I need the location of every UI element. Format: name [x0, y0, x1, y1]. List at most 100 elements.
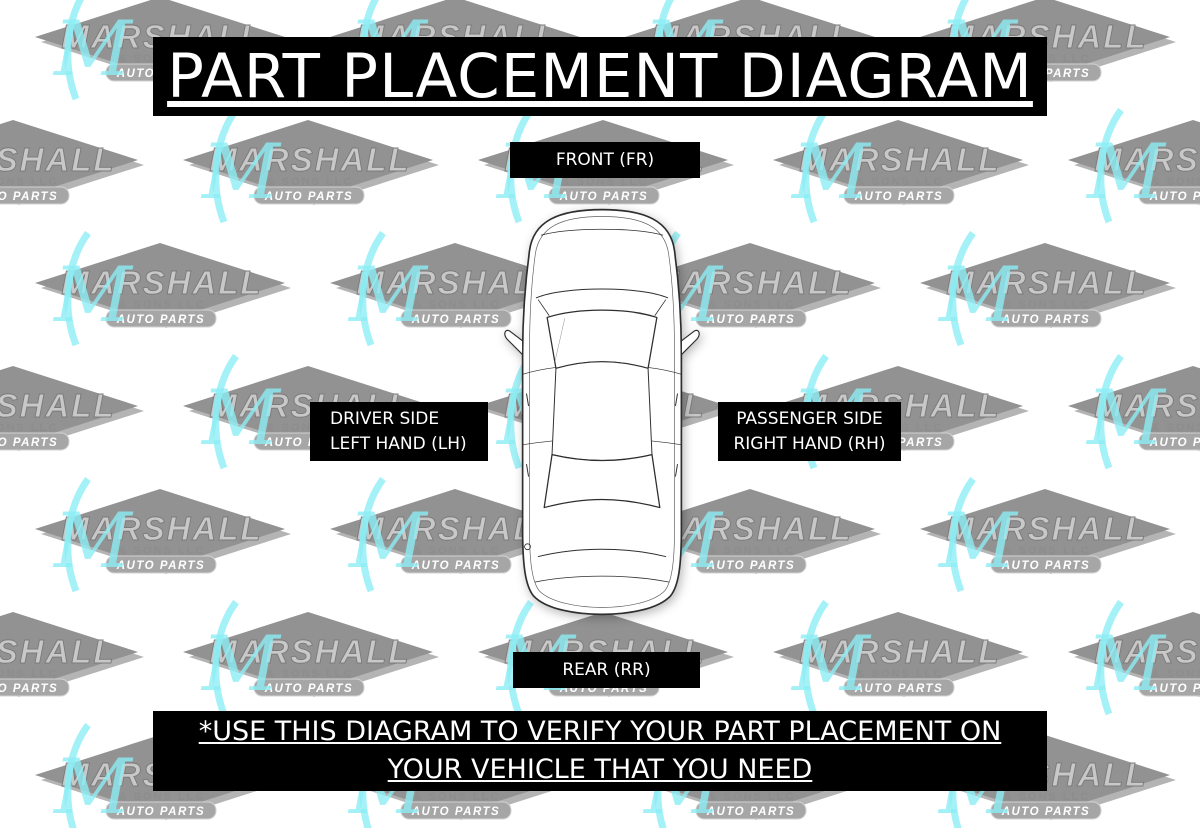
subtitle-text: & SONS LLC — [119, 299, 206, 311]
badge-text: AUTO PARTS — [0, 191, 58, 203]
badge-text: AUTO PARTS — [706, 560, 795, 572]
accent-m-icon: M — [790, 127, 872, 216]
accent-swoosh-icon — [212, 107, 239, 224]
logo-diamond — [1068, 612, 1200, 692]
badge-bg — [105, 309, 217, 328]
badge-bg — [0, 432, 70, 451]
logo-diamond — [773, 612, 1023, 692]
accent-swoosh-icon — [1097, 353, 1124, 470]
accent-swoosh-icon — [212, 353, 239, 470]
accent-swoosh-icon — [802, 107, 829, 224]
subtitle-text: & SONS LLC — [0, 422, 58, 434]
badge-text: AUTO PARTS — [854, 683, 943, 695]
driver-label-line1: DRIVER SIDE — [330, 408, 440, 429]
watermark-logo: MARSHALL & SONS LLC AUTO PARTS M — [0, 477, 15, 602]
watermark-logo: MARSHALL & SONS LLC AUTO PARTS M — [158, 599, 458, 725]
watermark-logo-svg: MARSHALL & SONS LLC AUTO PARTS M — [1190, 477, 1200, 602]
watermark-logo-svg: MARSHALL & SONS LLC AUTO PARTS M — [773, 599, 1029, 716]
subtitle-text: & SONS LLC — [1152, 668, 1200, 680]
subtitle-text: & SONS LLC — [857, 668, 944, 680]
accent-m-icon: M — [1085, 127, 1167, 216]
accent-m-icon: M — [200, 373, 282, 462]
logo-diamond-back — [926, 494, 1176, 574]
accent-m-icon: M — [200, 619, 282, 708]
brand-text: MARSHALL — [209, 633, 410, 670]
accent-m-icon: M — [200, 127, 282, 216]
watermark-logo-svg: MARSHALL & SONS LLC AUTO PARTS M — [0, 723, 15, 828]
badge-text: AUTO PARTS — [116, 806, 205, 818]
logo-diamond-back — [41, 494, 291, 574]
driver-side-label: DRIVER SIDE LEFT HAND (LH) — [310, 402, 488, 461]
accent-swoosh-icon — [949, 476, 976, 593]
subtitle-text: & SONS LLC — [119, 545, 206, 557]
watermark-logo: MARSHALL & SONS LLC AUTO PARTS M — [10, 230, 310, 356]
page-title: PART PLACEMENT DIAGRAM — [167, 41, 1033, 112]
watermark-logo-svg: MARSHALL & SONS LLC AUTO PARTS M — [920, 476, 1176, 593]
accent-m-icon: M — [52, 496, 134, 585]
accent-m-icon: M — [347, 250, 429, 339]
accent-swoosh-icon — [64, 476, 91, 593]
watermark-logo: MARSHALL & SONS LLC AUTO PARTS M — [1190, 0, 1200, 110]
accent-swoosh-icon — [949, 230, 976, 347]
badge-text: AUTO PARTS — [1001, 806, 1090, 818]
car-diagram — [504, 199, 700, 626]
watermark-logo-svg: MARSHALL & SONS LLC AUTO PARTS M — [1068, 353, 1200, 470]
badge-text: AUTO PARTS — [706, 314, 795, 326]
footer-line2: YOUR VEHICLE THAT YOU NEED — [387, 754, 813, 785]
subtitle-text: & SONS LLC — [1004, 791, 1091, 803]
car-rear-window — [543, 454, 661, 509]
badge-text: AUTO PARTS — [0, 437, 58, 449]
accent-swoosh-icon — [64, 230, 91, 347]
subtitle-text: & SONS LLC — [267, 176, 354, 188]
brand-text: MARSHALL — [1094, 141, 1200, 178]
subtitle-text: & SONS LLC — [1152, 422, 1200, 434]
rear-label-text: REAR (RR) — [562, 659, 651, 680]
logo-diamond-back — [189, 617, 439, 697]
driver-label-line2: LEFT HAND (LH) — [330, 433, 467, 454]
badge-bg — [990, 555, 1102, 574]
logo-diamond — [773, 120, 1023, 200]
accent-swoosh-icon — [1097, 107, 1124, 224]
logo-diamond-back — [779, 617, 1029, 697]
badge-bg — [990, 309, 1102, 328]
watermark-logo-svg: MARSHALL & SONS LLC AUTO PARTS M — [1190, 723, 1200, 828]
brand-text: MARSHALL — [0, 633, 116, 670]
car-grille-line — [540, 228, 664, 236]
badge-text: AUTO PARTS — [1001, 560, 1090, 572]
badge-bg — [400, 309, 512, 328]
watermark-logo-svg: MARSHALL & SONS LLC AUTO PARTS M — [1190, 231, 1200, 356]
badge-text: AUTO PARTS — [0, 683, 58, 695]
badge-bg — [400, 801, 512, 820]
watermark-logo: MARSHALL & SONS LLC AUTO PARTS M — [1043, 353, 1200, 479]
accent-m-icon: M — [1085, 373, 1167, 462]
logo-diamond — [920, 243, 1170, 323]
accent-swoosh-icon — [359, 230, 386, 347]
watermark-logo: MARSHALL & SONS LLC AUTO PARTS M — [1190, 723, 1200, 828]
badge-text: AUTO PARTS — [411, 314, 500, 326]
badge-bg — [0, 186, 70, 205]
title-banner: PART PLACEMENT DIAGRAM — [153, 37, 1047, 116]
logo-diamond-back — [41, 248, 291, 328]
watermark-logo-svg: MARSHALL & SONS LLC AUTO PARTS M — [183, 107, 439, 224]
watermark-logo: MARSHALL & SONS LLC AUTO PARTS M — [0, 723, 15, 828]
watermark-logo-svg: MARSHALL & SONS LLC AUTO PARTS M — [920, 230, 1176, 347]
logo-diamond-back — [189, 125, 439, 205]
subtitle-text: & SONS LLC — [1004, 545, 1091, 557]
logo-diamond — [1068, 366, 1200, 446]
logo-diamond-back — [0, 371, 144, 451]
brand-text: MARSHALL — [0, 387, 116, 424]
watermark-logo: MARSHALL & SONS LLC AUTO PARTS M — [1043, 107, 1200, 233]
front-label: FRONT (FR) — [510, 142, 700, 178]
footer-line1: *USE THIS DIAGRAM TO VERIFY YOUR PART PL… — [198, 716, 1002, 747]
brand-text: MARSHALL — [209, 141, 410, 178]
badge-bg — [0, 678, 70, 697]
badge-bg — [843, 186, 955, 205]
watermark-logo: MARSHALL & SONS LLC AUTO PARTS M — [158, 107, 458, 233]
watermark-logo: MARSHALL & SONS LLC AUTO PARTS M — [0, 600, 163, 725]
watermark-logo: MARSHALL & SONS LLC AUTO PARTS M — [748, 599, 1048, 725]
accent-m-icon: M — [937, 496, 1019, 585]
badge-bg — [990, 801, 1102, 820]
car-top-view — [504, 208, 700, 616]
watermark-logo: MARSHALL & SONS LLC AUTO PARTS M — [10, 476, 310, 602]
logo-diamond — [920, 489, 1170, 569]
